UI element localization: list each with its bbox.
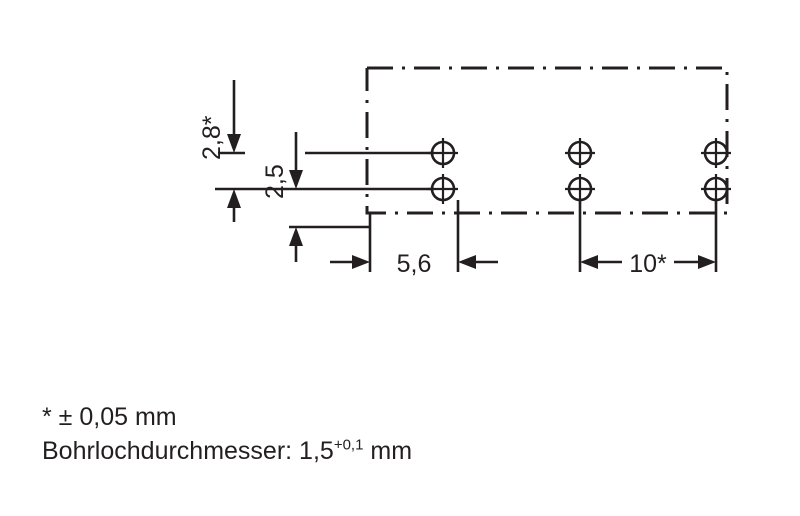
arrowhead-2-8: [227, 134, 241, 153]
arrowhead-10-left: [580, 255, 598, 269]
vertical-dimension-2-8: 2,8*: [198, 80, 241, 160]
tolerance-note: * ± 0,05 mm: [42, 403, 177, 431]
arrowhead-5-6-left: [352, 255, 370, 269]
arrowhead-2-5-up-left: [227, 189, 241, 208]
dim-label-2-5: 2,5: [261, 164, 289, 199]
hole-c2-r1: [565, 138, 595, 168]
outline-dash-dot-rectangle: [365, 66, 729, 215]
hole-diameter-note: Bohrlochdurchmesser: 1,5+0,1 mm: [42, 434, 742, 468]
notes-block: * ± 0,05 mm Bohrlochdurchmesser: 1,5+0,1…: [42, 400, 742, 468]
hole-grid: [428, 138, 731, 204]
hole-c3-r1: [701, 138, 731, 168]
dim-label-10: 10*: [629, 250, 667, 278]
component-outline: [365, 66, 729, 215]
dim-label-2-8: 2,8*: [198, 115, 226, 160]
arrowhead-5-6-right: [458, 255, 476, 269]
hole-diameter-note-prefix: Bohrlochdurchmesser: 1,5: [42, 437, 334, 465]
hole-diameter-note-suffix: mm: [363, 437, 413, 465]
extension-lines: [215, 151, 718, 272]
horizontal-dimension-10: 10*: [580, 250, 716, 278]
vertical-dimension-2-5: 2,5: [227, 132, 303, 262]
arrowhead-2-5-up-right: [289, 227, 303, 246]
dim-label-5-6: 5,6: [397, 250, 432, 278]
arrowhead-2-5: [289, 170, 303, 189]
hole-c2-r2: [565, 174, 595, 204]
horizontal-dimension-5-6: 5,6: [330, 250, 498, 278]
hole-diameter-note-superscript: +0,1: [333, 436, 364, 454]
arrowhead-10-right: [698, 255, 716, 269]
